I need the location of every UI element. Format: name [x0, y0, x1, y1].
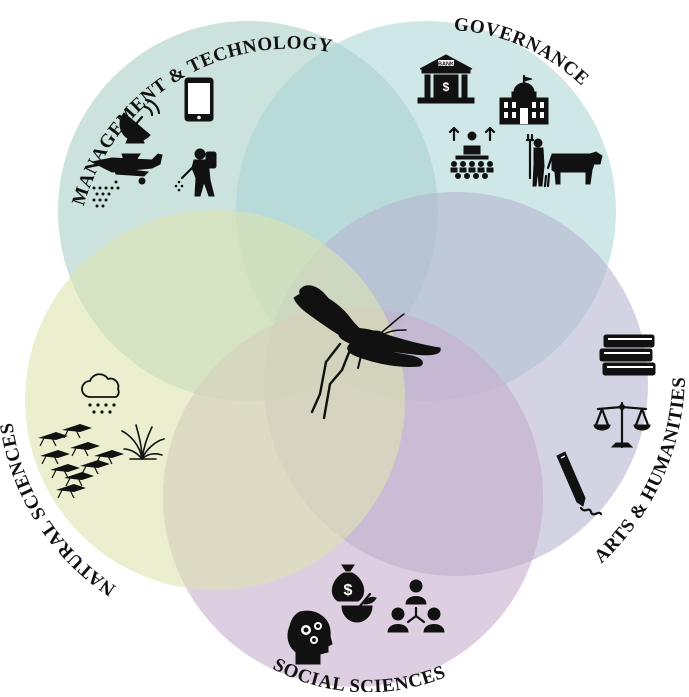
money-bag-icon: $: [331, 564, 365, 602]
swarm-locust-7: [94, 450, 124, 458]
swarm-locust-4: [70, 442, 100, 450]
justice-scales-icon: [593, 401, 651, 449]
grass-plant-icon: [121, 424, 165, 460]
pencil-writing-icon: [556, 451, 603, 516]
swarm-locust-8: [56, 484, 86, 492]
swarm-locust-9: [64, 472, 94, 480]
swarm-locust-2: [62, 424, 92, 432]
rain-cloud-icon: [81, 373, 120, 414]
crop-duster-plane-icon: [90, 153, 163, 208]
tablet-icon: [184, 77, 214, 122]
government-building-icon: [499, 74, 549, 125]
bank-dollar-symbol: $: [443, 80, 450, 94]
circle-natural-sciences: [25, 210, 405, 590]
farmer-cow-icon: [525, 133, 603, 188]
satellite-dish-icon: [119, 98, 161, 144]
brain-gears-icon: [287, 610, 333, 665]
bank-icon: BANK $: [417, 54, 475, 104]
locust-icon: [293, 285, 441, 420]
bank-sign-text: BANK: [438, 62, 454, 68]
sprayer-person-icon: [174, 148, 217, 197]
swarm-locust-6: [80, 460, 110, 468]
swarm-locust-3: [40, 450, 70, 458]
network-people-icon: [387, 579, 445, 633]
money-bag-dollar-symbol: $: [344, 582, 353, 599]
food-bowl-icon: [341, 592, 377, 623]
swarm-locust-5: [50, 464, 80, 472]
meeting-assembly-icon: [448, 126, 496, 179]
books-stack-icon: [599, 334, 656, 376]
locust-swarm-icon: [38, 424, 124, 499]
